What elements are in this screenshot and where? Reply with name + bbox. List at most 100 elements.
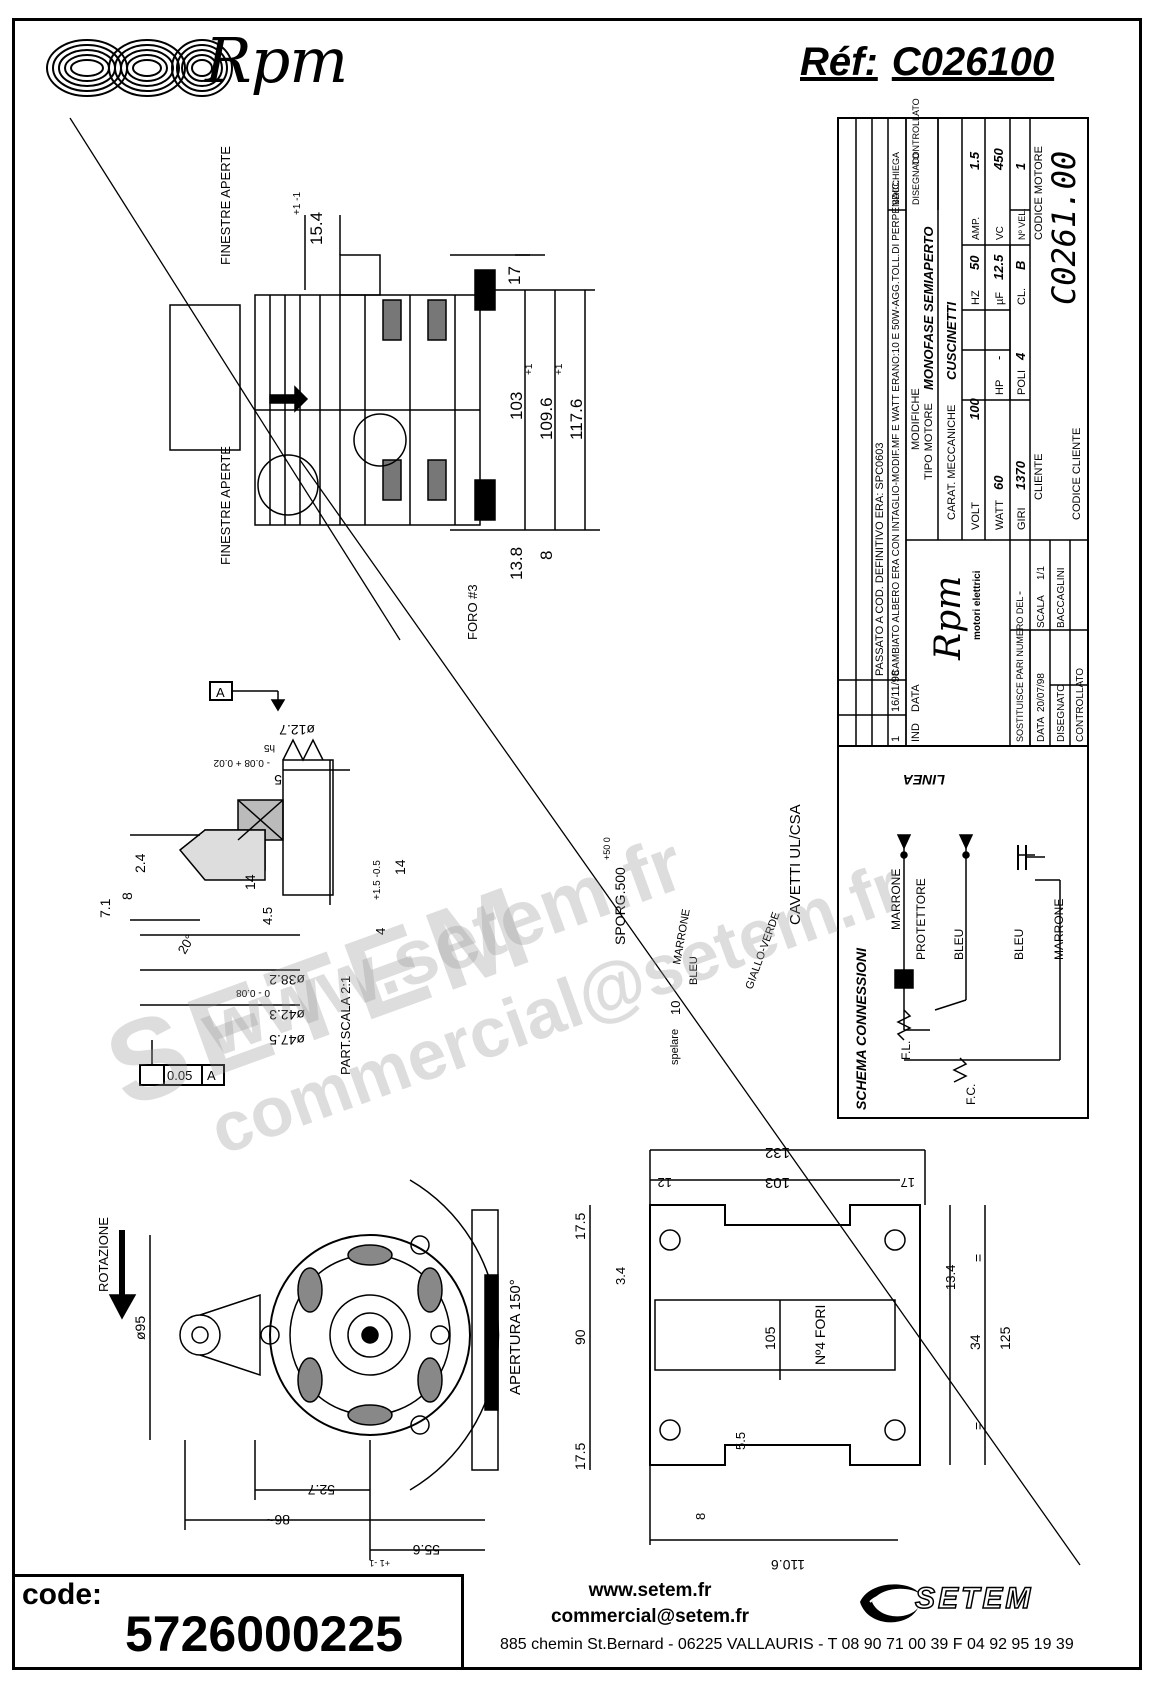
cable-spelare: spelare — [669, 1029, 681, 1065]
shaft-d5: 5 — [274, 772, 282, 788]
shaft-tol-5: - 0.08 + 0.02 — [213, 757, 270, 768]
bracket-view — [589, 1149, 986, 1545]
bracket-d17-5-top: 17.5 — [572, 1213, 588, 1240]
shaft-d14a: 14 — [242, 874, 258, 890]
sporg-tol: +50 0 — [602, 837, 612, 860]
finestre-aperte-bottom: FINESTRE APERTE — [218, 446, 233, 565]
scala-value: 1/1 — [1036, 566, 1047, 580]
bracket-eq-top: = — [970, 1254, 986, 1262]
carat-label: CARAT. MECCANICHE — [946, 405, 958, 520]
dim-17-side: 17 — [505, 266, 524, 285]
front-d52-7: 52.7 — [308, 1482, 335, 1498]
title-block — [837, 117, 1089, 1119]
bracket-eq-bottom: = — [970, 1422, 986, 1430]
contact-block: www.setem.fr commercial@setem.fr — [540, 1578, 760, 1630]
bracket-fori: Nº4 FORI — [812, 1305, 828, 1365]
schema-fc: F.C. — [964, 1084, 978, 1105]
shaft-tol-14: +1.5 -0.5 — [372, 860, 383, 900]
shaft-d42-3: ø42.3 — [269, 1007, 305, 1023]
address-line: 885 chemin St.Bernard - 06225 VALLAURIS … — [500, 1636, 1074, 1653]
ref-value: C026100 — [891, 40, 1055, 84]
bracket-d12: 12 — [658, 1175, 672, 1190]
shaft-d2-4: 2.4 — [132, 853, 148, 873]
amp-value: 1.5 — [967, 151, 982, 170]
giri-label: GIRI — [1016, 507, 1028, 530]
hp-label: HP — [994, 380, 1006, 395]
datum-a: A — [216, 685, 225, 700]
carat-value: CUSCINETTI — [944, 302, 959, 380]
cavetti-label: CAVETTI UL/CSA — [787, 804, 804, 925]
bracket-d13-4: 13.4 — [943, 1265, 958, 1290]
title-brand: Rpm — [928, 576, 969, 661]
col-modifiche: MODIFICHE — [910, 388, 922, 450]
rpm-logo — [46, 39, 233, 97]
cliente-label: CLIENTE — [1033, 454, 1045, 500]
vc-label: VC — [995, 226, 1006, 240]
volt-label: VOLT — [970, 502, 982, 530]
bracket-d105: 105 — [762, 1326, 778, 1350]
data-label: DATA — [1036, 716, 1047, 742]
dim-117-6: 117.6 — [567, 399, 586, 440]
schema-protettore: PROTETTORE — [914, 878, 928, 960]
cl-label: CL. — [1016, 288, 1028, 305]
hz-value: 50 — [967, 255, 982, 270]
front-tol-55: +1 -1 — [369, 1558, 390, 1568]
bracket-d8: 8 — [693, 1513, 708, 1520]
tol-117: +1 — [554, 363, 565, 375]
shaft-h5: h5 — [263, 742, 275, 753]
poli-value: 4 — [1013, 352, 1028, 361]
data-value: 20/07/98 — [1036, 673, 1047, 712]
codice-cliente-label: CODICE CLIENTE — [1071, 428, 1083, 520]
foro-label: FORO #3 — [465, 584, 480, 640]
bracket-d3-4: 3.4 — [613, 1267, 628, 1285]
cable-10: 10 — [668, 1001, 683, 1015]
front-d86: 86~ — [266, 1512, 290, 1528]
sostituisce-label: SOSTITUISCE PARI NUMERO DEL — [1015, 597, 1025, 742]
schema-bleu-1: BLEU — [952, 929, 966, 960]
shaft-scale-note: PART.SCALA 2:1 — [338, 976, 353, 1075]
bracket-d110-6: 110.6 — [771, 1557, 805, 1573]
tol-15-4: +1 -1 — [292, 191, 303, 215]
code-label: code: — [22, 1578, 103, 1611]
vel-label: Nº VEL. — [1017, 208, 1027, 240]
front-d55-6: 55.6 — [413, 1542, 440, 1558]
cl-value: B — [1013, 261, 1028, 270]
col-data: DATA — [910, 684, 922, 712]
scala-label: SCALA — [1036, 595, 1047, 628]
giri-value: 1370 — [1013, 460, 1028, 490]
rotazione-label: ROTAZIONE — [96, 1217, 111, 1292]
tolerance-frame-datum: A — [207, 1068, 216, 1083]
bracket-d103: 103 — [765, 1174, 790, 1191]
shaft-d12-7: ø12.7 — [279, 722, 315, 738]
col-controllato: CONTROLLATO — [911, 98, 921, 165]
uf-value: 12.5 — [991, 254, 1006, 280]
volt-value: 100 — [967, 398, 982, 420]
shaft-d38-2: ø38.2 — [269, 972, 305, 988]
bracket-d5-5: 5.5 — [733, 1432, 748, 1450]
schema-bleu-2: BLEU — [1012, 929, 1026, 960]
code-value: 5726000225 — [125, 1606, 404, 1662]
apertura-label: APERTURA 150° — [507, 1279, 524, 1395]
bracket-d34: 34 — [967, 1334, 983, 1350]
cable-bleu: BLEU — [688, 956, 700, 985]
schema-marrone-1: MARRONE — [889, 869, 903, 930]
controllato-label: CONTROLLATO — [1075, 668, 1086, 742]
sporg-label: SPORG.500 — [612, 867, 628, 945]
wiring-schematic — [894, 834, 1061, 1083]
rev-date: 16/11/98 — [890, 670, 902, 712]
col-ind: IND — [910, 723, 922, 742]
vel-value: 1 — [1013, 163, 1028, 170]
watt-value: 60 — [991, 475, 1006, 490]
codice-motore-value: C0261.00 — [1045, 151, 1083, 305]
ref-label: Réf: — [800, 40, 878, 84]
hz-label: HZ — [970, 290, 982, 305]
website-link[interactable]: www.setem.fr — [588, 1580, 712, 1601]
uf-label: µF — [994, 292, 1006, 305]
code-box — [12, 1574, 464, 1670]
rev-note-1: PASSATO A COD. DEFINITIVO ERA: SPC0603 — [874, 442, 886, 676]
shaft-d47-5: ø47.5 — [269, 1032, 305, 1048]
bracket-d17: 17 — [901, 1175, 915, 1190]
email-link[interactable]: commercial@setem.fr — [550, 1606, 750, 1627]
dim-13-8: 13.8 — [507, 547, 526, 580]
vc-value: 450 — [991, 148, 1006, 171]
